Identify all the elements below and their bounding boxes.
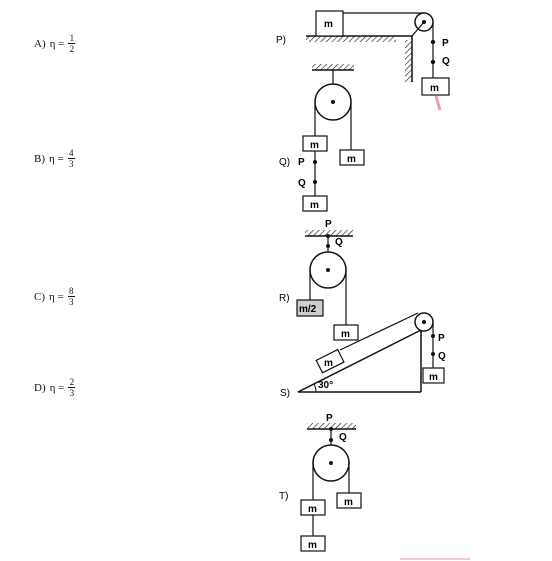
option-letter: C): [34, 290, 45, 303]
block-half-m: [296, 299, 324, 317]
point-q-label: Q: [335, 237, 343, 248]
point-q-label: Q: [438, 351, 446, 362]
figure-t: P Q m m m T): [279, 413, 362, 552]
block-label: m: [324, 19, 333, 30]
block-m: [315, 10, 344, 37]
point-q-label: Q: [442, 56, 450, 67]
angle-arc: [313, 383, 317, 393]
block-label: m: [310, 140, 319, 151]
point-q-label: Q: [298, 178, 306, 189]
angle-label: 30°: [318, 380, 333, 391]
block-label: m: [429, 372, 438, 383]
point-q: [431, 352, 435, 356]
figure-t-label: T): [279, 491, 288, 502]
figure-q: m m Q) P Q m: [279, 64, 365, 212]
block-label: m/2: [299, 304, 317, 315]
block-m: [336, 492, 362, 509]
block-label: m: [344, 497, 353, 508]
option-eta: η =: [49, 37, 65, 50]
point-p: [313, 160, 317, 164]
option-letter: B): [34, 152, 45, 165]
pulley-bracket: [411, 21, 425, 37]
point-q-label: Q: [339, 432, 347, 443]
point-p: [329, 427, 333, 431]
block-label: m: [347, 154, 356, 165]
pulley-axle: [422, 320, 426, 324]
block-label: m: [310, 200, 319, 211]
option-eta: η =: [49, 381, 65, 394]
option-letter: A): [34, 37, 46, 50]
block-m: [333, 324, 359, 341]
point-p: [326, 234, 330, 238]
point-p-label: P: [438, 333, 445, 344]
pulley-axle: [326, 268, 330, 272]
figure-r: P Q m/2 m R): [279, 219, 359, 341]
table-hatch: [306, 36, 396, 42]
option-eta: η =: [49, 152, 64, 165]
block-m: [302, 195, 328, 212]
figure-p-label: P): [276, 35, 286, 46]
figure-s-label: S): [280, 388, 290, 399]
block-label: m: [308, 504, 317, 515]
point-q: [326, 244, 330, 248]
hanging-block-m: [421, 77, 450, 96]
point-p: [431, 334, 435, 338]
hanging-block-m: [422, 367, 445, 384]
option-letter: D): [34, 381, 46, 394]
point-q: [329, 438, 333, 442]
string: [339, 312, 419, 351]
point-p-label: P: [298, 157, 305, 168]
ceiling-hatch: [305, 230, 353, 236]
incline-block-m: [315, 348, 345, 374]
figure-q-label: Q): [279, 157, 290, 168]
block-label: m: [324, 358, 333, 369]
pink-mark: [434, 95, 442, 111]
block-m: [300, 535, 326, 552]
wall-hatch: [405, 40, 412, 82]
figure-s: 30° S) m P Q m: [280, 312, 446, 399]
pulley-axle: [329, 461, 333, 465]
block-label: m: [308, 540, 317, 551]
point-q: [313, 180, 317, 184]
pulley-axle: [331, 100, 335, 104]
point-q: [430, 59, 436, 65]
point-p-label: P: [326, 413, 333, 424]
point-p-label: P: [442, 38, 449, 49]
ceiling-hatch: [312, 64, 354, 70]
block-label: m: [341, 329, 350, 340]
point-p-label: P: [325, 219, 332, 230]
ceiling-hatch: [307, 423, 356, 429]
figure-p: P) m P Q m: [276, 10, 450, 111]
incline-hypotenuse: [297, 329, 422, 393]
block-label: m: [430, 83, 439, 94]
block-m: [339, 149, 365, 166]
figure-r-label: R): [279, 293, 290, 304]
option-eta: η =: [49, 290, 64, 303]
point-p: [430, 39, 436, 45]
